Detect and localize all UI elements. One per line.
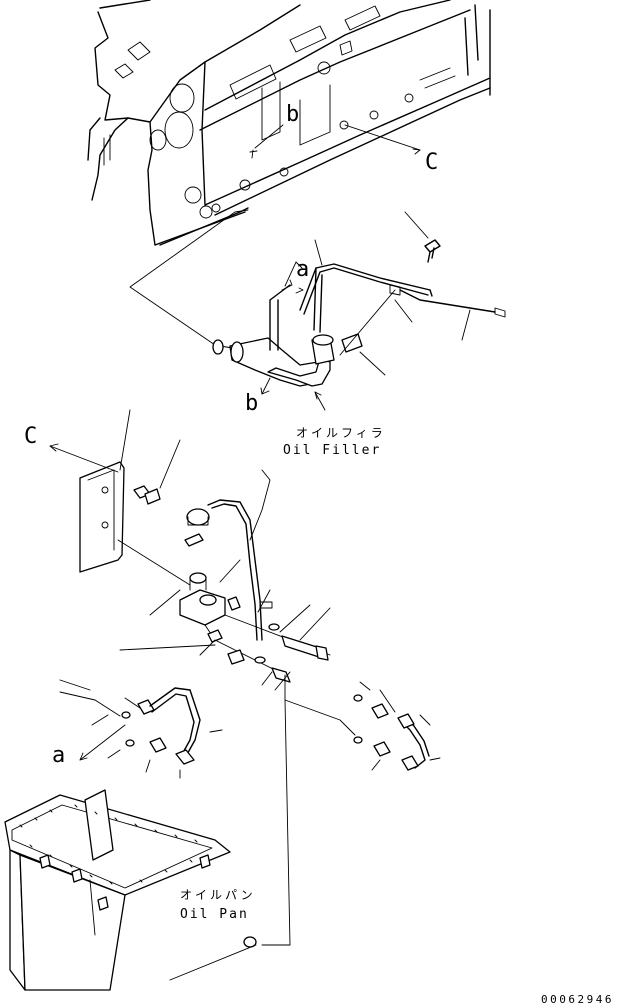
oil-block [149,572,331,676]
oil-pan-label-en: Oil Pan [180,907,249,922]
callout-b-top: b [286,102,299,127]
engine-block [87,0,491,246]
arrow-c-bracket [49,443,59,452]
oil-filler-label-en: Oil Filler [283,443,381,458]
callout-b-filler: b [245,391,258,416]
arrow-a-bottom [79,752,88,761]
leader-lines-top [129,124,421,349]
leader-right-pipe [284,699,356,736]
bracket-assembly [79,409,191,586]
drain-pipe-right [353,681,441,771]
leader-oil-pan-drain [261,674,291,946]
callout-c-bracket: C [24,424,37,449]
leader-lines-filler [260,211,471,411]
breather-hose [184,469,273,641]
leader-a-bottom [79,724,126,761]
drawing-number: 00062946 [541,993,614,1006]
drain-pipe-left [59,679,223,779]
oil-pan [4,789,257,991]
bolts-middle [119,604,331,691]
oil-filler-label-jp: オイルフィラ [296,426,386,440]
leader-c-bracket [49,445,119,473]
callout-a-bottom: a [52,743,65,768]
oil-filler-assembly [212,239,506,387]
callout-a-top: a [296,257,309,282]
oil-pan-label-jp: オイルパン [180,888,256,902]
callout-c-top: C [425,150,438,175]
